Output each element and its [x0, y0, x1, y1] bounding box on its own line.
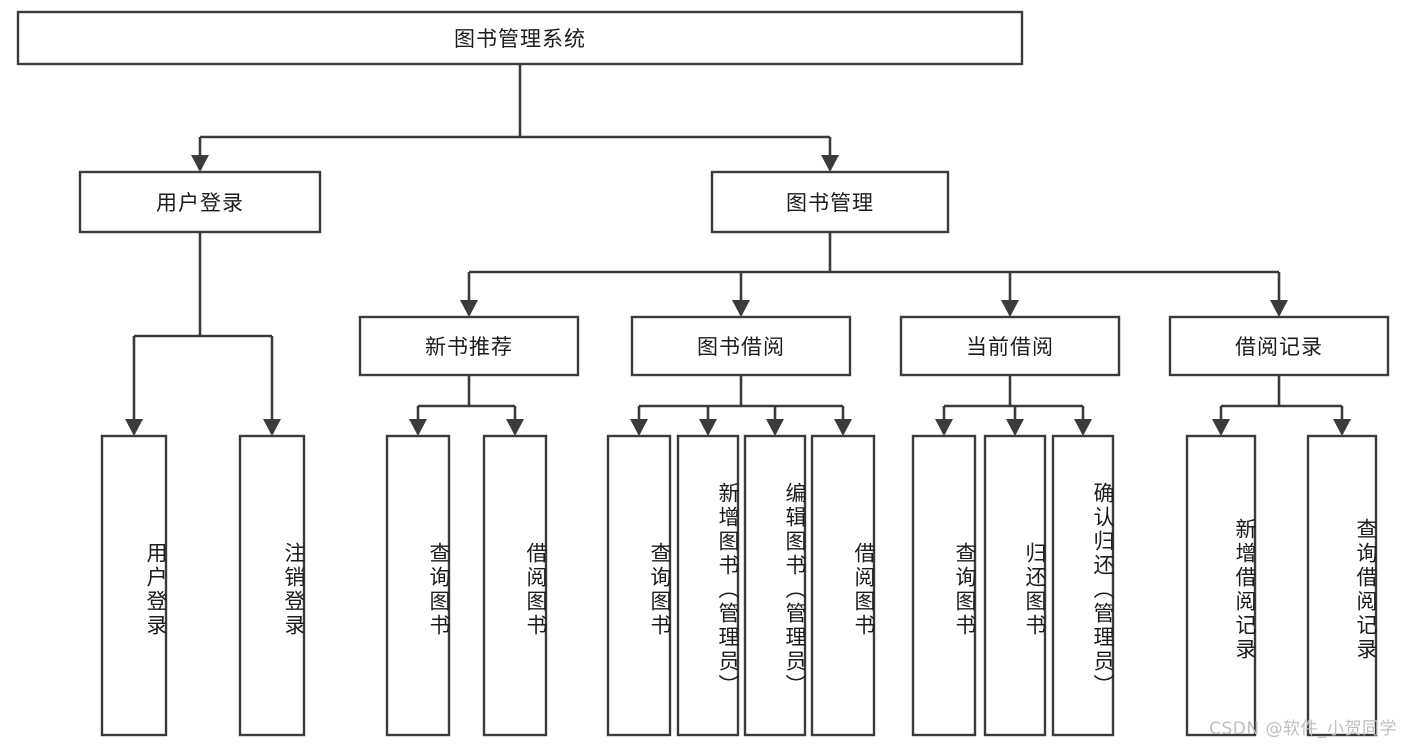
node-box-leaf-borrow-book-rec[interactable]	[482, 434, 548, 737]
node-box-leaf-borrow-book[interactable]	[810, 434, 876, 737]
node-box-leaf-query-borrow-record[interactable]	[1306, 434, 1378, 737]
node-box-book-management[interactable]	[710, 170, 950, 234]
node-box-leaf-logout[interactable]	[238, 434, 306, 737]
node-box-leaf-query-book-borrow[interactable]	[606, 434, 672, 737]
boxes-layer	[16, 10, 1390, 737]
node-box-new-book-recommend[interactable]	[358, 315, 580, 377]
node-box-borrow-record[interactable]	[1168, 315, 1390, 377]
node-box-leaf-add-book[interactable]	[676, 434, 740, 737]
node-box-root[interactable]	[16, 10, 1024, 66]
node-box-leaf-confirm-return[interactable]	[1051, 434, 1115, 737]
node-box-leaf-query-book-rec[interactable]	[385, 434, 451, 737]
node-box-leaf-user-login[interactable]	[100, 434, 168, 737]
node-box-book-borrow[interactable]	[630, 315, 852, 377]
node-box-leaf-edit-book[interactable]	[743, 434, 807, 737]
node-box-user-login[interactable]	[78, 170, 322, 234]
node-box-leaf-add-borrow-record[interactable]	[1185, 434, 1257, 737]
node-box-current-borrow[interactable]	[899, 315, 1121, 377]
node-box-leaf-return-book[interactable]	[983, 434, 1047, 737]
node-box-leaf-query-book-cur[interactable]	[911, 434, 977, 737]
connectors-layer	[125, 64, 1351, 436]
